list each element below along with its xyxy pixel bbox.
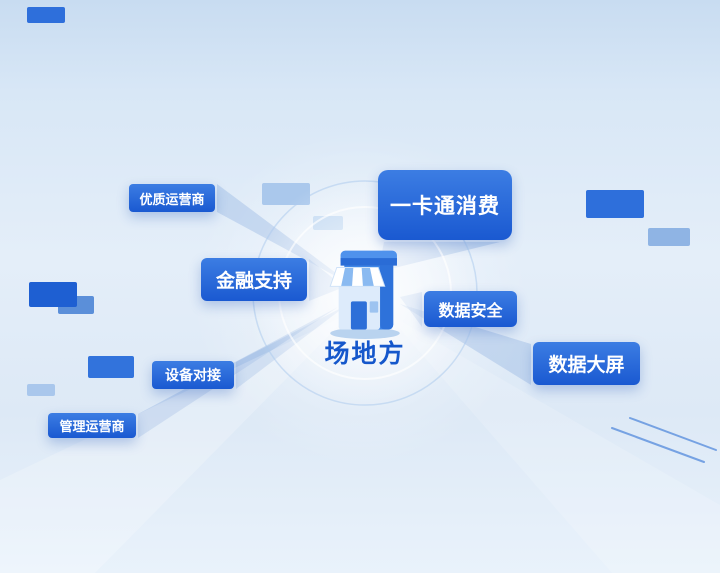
center-label: 场地方 xyxy=(324,340,406,368)
node-financial-support: 金融支持 xyxy=(201,258,307,301)
node-data-security: 数据安全 xyxy=(424,291,517,327)
node-premium-operators: 优质运营商 xyxy=(129,184,215,212)
storefront-3d-icon xyxy=(329,250,400,339)
node-data-dashboard: 数据大屏 xyxy=(533,342,640,385)
node-device-integration: 设备对接 xyxy=(152,361,234,389)
deco-rect xyxy=(29,282,77,307)
deco-rect xyxy=(586,190,644,218)
deco-rect xyxy=(27,384,55,396)
deco-rect xyxy=(27,7,65,23)
node-managed-operators: 管理运营商 xyxy=(48,413,136,438)
deco-rect xyxy=(88,356,134,378)
deco-rect xyxy=(648,228,690,246)
node-onecard-consumption: 一卡通消费 xyxy=(378,170,512,240)
